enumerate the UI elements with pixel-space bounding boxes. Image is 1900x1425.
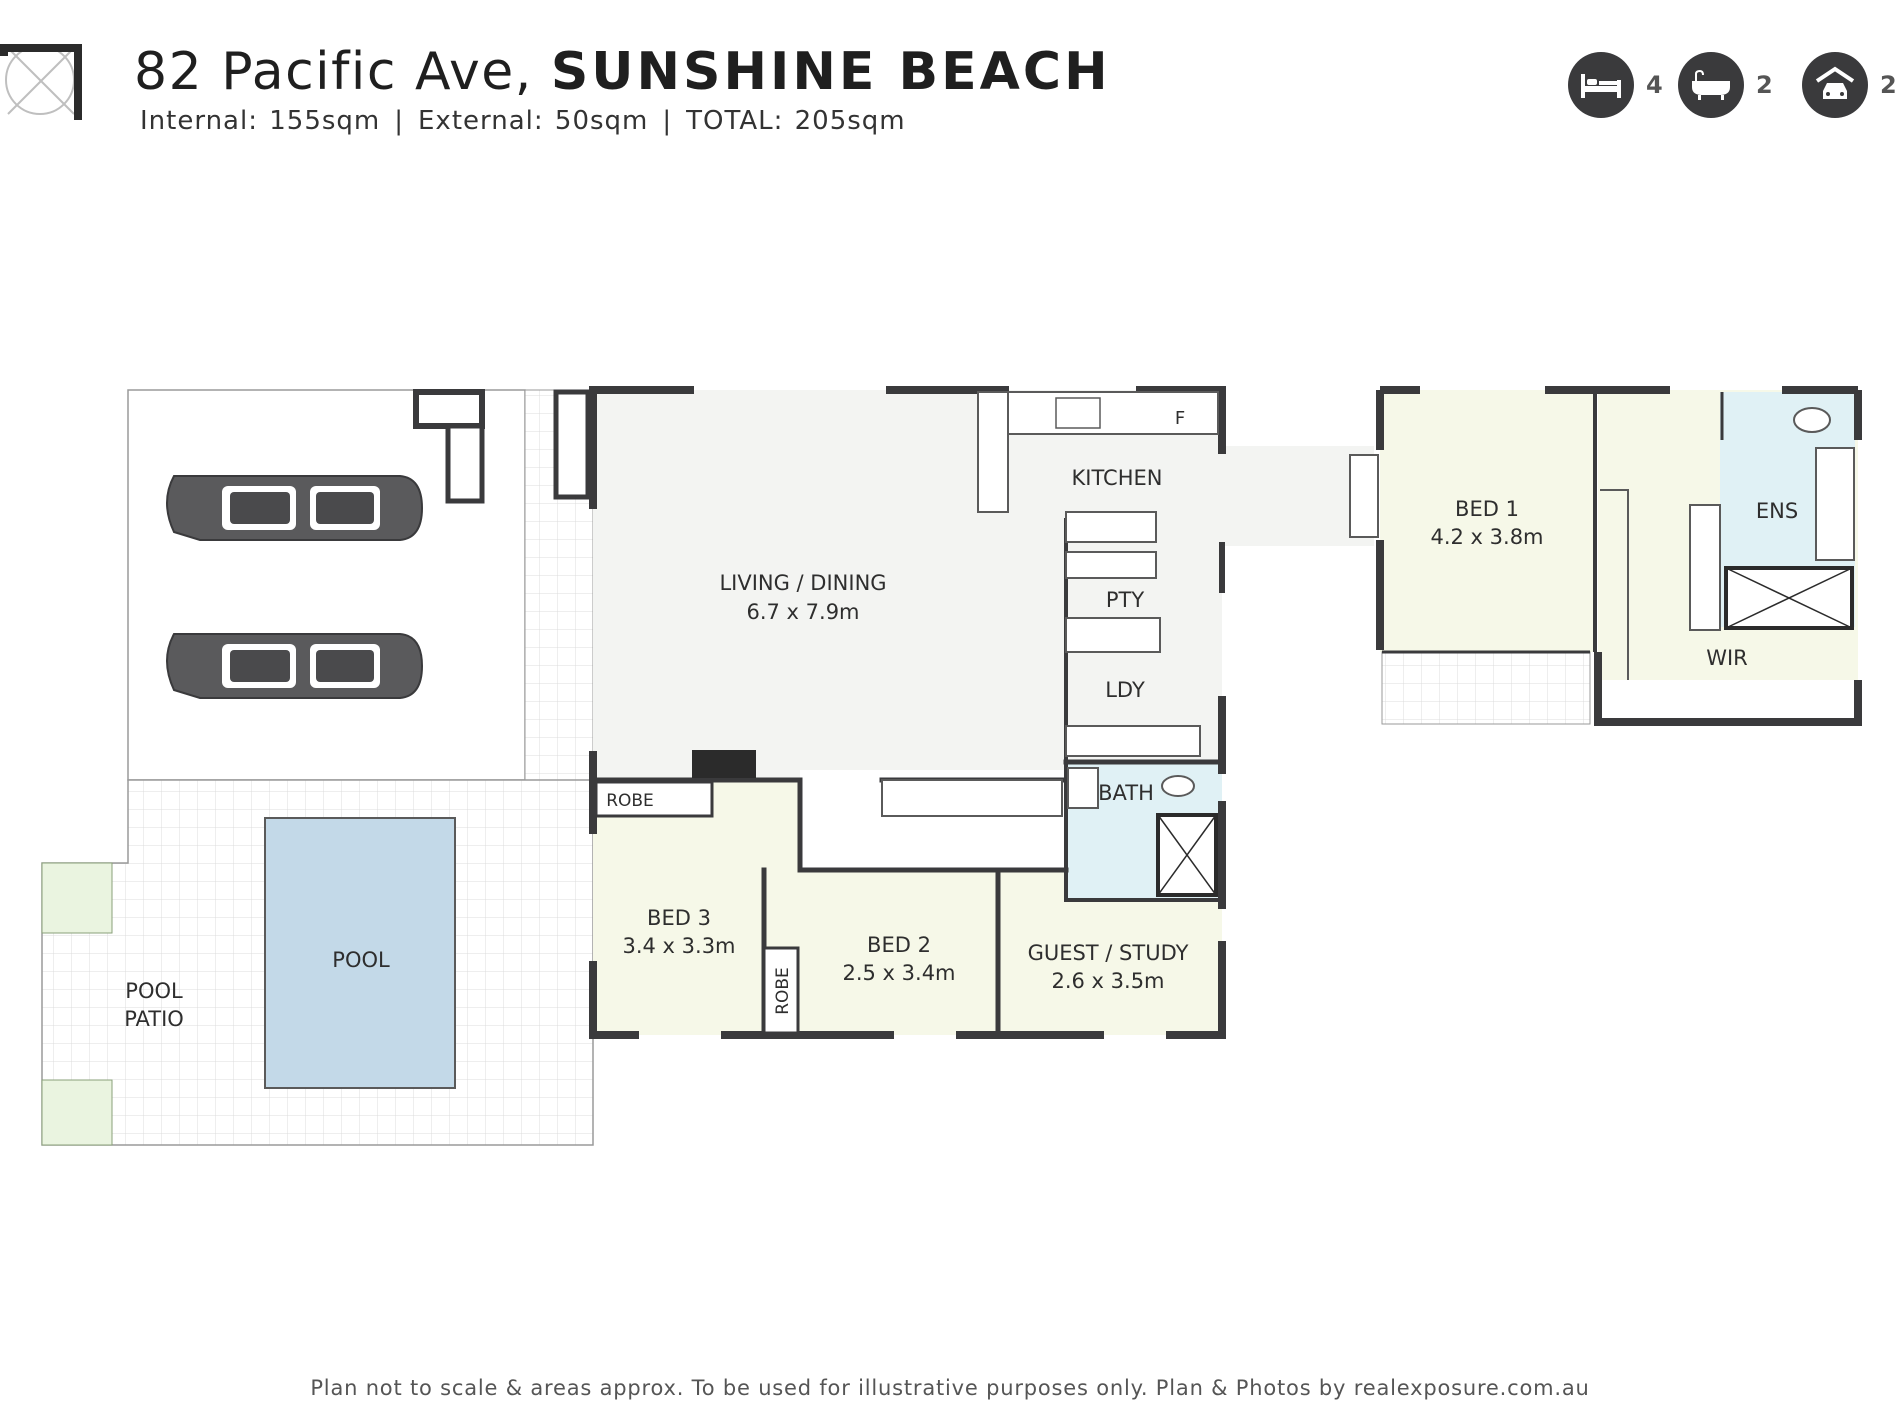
- garage-car-icon: [1802, 52, 1868, 118]
- bath-icon: [1678, 52, 1744, 118]
- svg-text:F: F: [1175, 408, 1185, 429]
- bedrooms-feature: 4: [1568, 52, 1663, 118]
- robe-label: ROBE: [606, 791, 654, 811]
- laundry-cabinet: [1065, 617, 1161, 653]
- ensuite-toilet-icon: [1793, 407, 1831, 433]
- svg-text:LIVING / DINING: LIVING / DINING: [719, 571, 886, 595]
- garden-bed: [41, 862, 113, 934]
- living-dining-label: LIVING / DINING: [719, 571, 886, 595]
- svg-text:BATH: BATH: [1098, 781, 1154, 805]
- bed3-label: BED 3: [647, 906, 711, 930]
- bathrooms-count: 2: [1756, 71, 1773, 99]
- garage-count: 2: [1880, 71, 1897, 99]
- bed2-size: 2.5 x 3.4m: [842, 961, 955, 985]
- wardrobe: [881, 779, 1063, 817]
- pantry-cabinet: [1065, 511, 1157, 543]
- svg-text:PATIO: PATIO: [124, 1007, 184, 1031]
- area-divider: |: [662, 106, 673, 136]
- svg-text:WIR: WIR: [1706, 646, 1748, 670]
- breezeway-floor: [1222, 446, 1374, 546]
- property-address: 82 Pacific Ave, SUNSHINE BEACH: [134, 40, 1111, 104]
- bed1-label: BED 1: [1455, 497, 1519, 521]
- pantry-cabinet: [1065, 551, 1157, 579]
- svg-text:ROBE: ROBE: [606, 791, 654, 811]
- bed3-size: 3.4 x 3.3m: [622, 934, 735, 958]
- master-walls: [1376, 386, 1862, 726]
- svg-text:BED 3: BED 3: [647, 906, 711, 930]
- svg-text:4.2 x 3.8m: 4.2 x 3.8m: [1430, 525, 1543, 549]
- bed1-balcony: [1381, 651, 1591, 725]
- side-path-storage: [553, 389, 591, 500]
- guest-study-size: 2.6 x 3.5m: [1051, 969, 1164, 993]
- bed2-label: BED 2: [867, 933, 931, 957]
- laundry-label: LDY: [1105, 678, 1145, 702]
- svg-text:KITCHEN: KITCHEN: [1072, 466, 1163, 490]
- svg-text:POOL: POOL: [125, 979, 183, 1003]
- robe-bed3: [594, 780, 714, 818]
- wir-inner-wall: [1600, 489, 1629, 680]
- svg-text:POOL: POOL: [332, 948, 390, 972]
- pool-patio-label-line1: POOL: [125, 979, 183, 1003]
- area-summary: Internal: 155sqm | External: 50sqm | TOTAL: …: [140, 106, 906, 136]
- svg-text:ROBE: ROBE: [773, 967, 793, 1015]
- fireplace-icon: [692, 750, 756, 778]
- bathrooms-feature: 2: [1678, 52, 1773, 118]
- guest-study-label: GUEST / STUDY: [1028, 941, 1189, 965]
- car-icon: [166, 475, 424, 541]
- svg-text:BED 1: BED 1: [1455, 497, 1519, 521]
- toilet-icon: [1161, 775, 1195, 797]
- bed1-floor: [1380, 390, 1595, 652]
- area-divider: |: [394, 106, 404, 136]
- external-area: External: 50sqm: [418, 106, 649, 136]
- ensuite-label: ENS: [1756, 499, 1798, 523]
- robe-bed2: [762, 946, 800, 1035]
- car-icon: [166, 633, 424, 699]
- garage-feature: 2: [1802, 52, 1897, 118]
- pool: [264, 817, 456, 1089]
- compass-logo-icon: [0, 44, 82, 120]
- total-area: TOTAL: 205sqm: [686, 106, 906, 136]
- svg-text:BED 2: BED 2: [867, 933, 931, 957]
- garden-bed: [41, 1079, 113, 1146]
- wir-shelf: [1689, 504, 1721, 631]
- bedrooms-count: 4: [1646, 71, 1663, 99]
- disclaimer-footer: Plan not to scale & areas approx. To be …: [310, 1376, 1590, 1400]
- sliding-door: [1349, 454, 1379, 538]
- bath-label: BATH: [1098, 781, 1154, 805]
- address-street: 82 Pacific Ave,: [134, 42, 533, 102]
- kitchen-label: KITCHEN: [1072, 466, 1163, 490]
- svg-text:6.7 x 7.9m: 6.7 x 7.9m: [746, 600, 859, 624]
- laundry-bench: [1065, 725, 1201, 757]
- ensuite-vanity: [1815, 447, 1855, 561]
- floor-plan: LIVING / DINING 6.7 x 7.9m KITCHEN F PTY…: [41, 386, 1862, 1146]
- pantry-label: PTY: [1106, 588, 1144, 612]
- wir-label: WIR: [1706, 646, 1748, 670]
- svg-text:2.5 x 3.4m: 2.5 x 3.4m: [842, 961, 955, 985]
- living-dining-size: 6.7 x 7.9m: [746, 600, 859, 624]
- carport-storage: [445, 423, 485, 504]
- address-suburb: SUNSHINE BEACH: [550, 42, 1111, 102]
- svg-text:PTY: PTY: [1106, 588, 1144, 612]
- svg-text:LDY: LDY: [1105, 678, 1145, 702]
- robe-label-bed2: ROBE: [773, 967, 793, 1015]
- kitchen-island: [977, 391, 1009, 513]
- svg-text:3.4 x 3.3m: 3.4 x 3.3m: [622, 934, 735, 958]
- bed1-size: 4.2 x 3.8m: [1430, 525, 1543, 549]
- pool-label: POOL: [332, 948, 390, 972]
- internal-area: Internal: 155sqm: [140, 106, 381, 136]
- bed2-floor: [764, 870, 998, 1035]
- svg-text:2.6 x 3.5m: 2.6 x 3.5m: [1051, 969, 1164, 993]
- carport-storage: [413, 389, 485, 429]
- svg-text:GUEST / STUDY: GUEST / STUDY: [1028, 941, 1189, 965]
- svg-text:ENS: ENS: [1756, 499, 1798, 523]
- cooktop-icon: [1055, 397, 1101, 429]
- vanity-icon: [1067, 767, 1099, 809]
- pool-patio-label-line2: PATIO: [124, 1007, 184, 1031]
- fridge-label: F: [1175, 408, 1185, 429]
- bed-icon: [1568, 52, 1634, 118]
